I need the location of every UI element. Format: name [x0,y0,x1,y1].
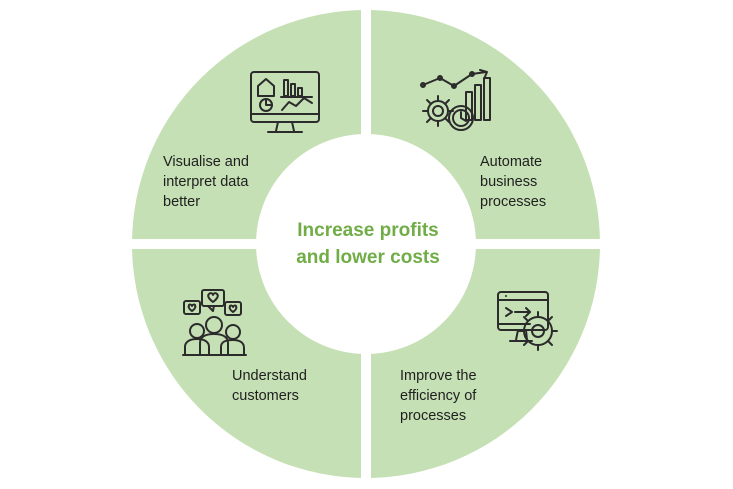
center-title-line-2: and lower costs [296,247,440,268]
center-title-line-1: Increase profits [297,220,439,241]
quadrant-top-left-line-1: Visualise and [163,154,249,170]
quadrant-bottom-right-line-2: efficiency of [400,388,477,404]
dashboard-monitor-icon [250,71,320,133]
quadrant-top-right-line-2: business [480,174,538,190]
quadrant-top-left-label: Visualise and interpret data better [163,152,249,212]
quadrant-bottom-right-line-1: Improve the [400,368,477,384]
customers-hearts-icon [182,289,247,356]
quadrant-bottom-left-label: Understand customers [232,366,307,406]
quadrant-top-right-line-3: processes [480,194,547,210]
quadrant-bottom-right-line-3: processes [400,408,467,424]
quadrant-top-left-line-3: better [163,194,201,210]
quadrant-bottom-left-line-2: customers [232,388,299,404]
horizontal-separator [100,239,633,249]
quadrant-top-right-line-1: Automate [480,154,543,170]
quadrant-top-right-label: Automate business processes [480,152,546,212]
quadrant-top-left-line-2: interpret data [163,174,249,190]
gears-growth-chart-icon [420,69,491,131]
center-title: Increase profits and lower costs [266,217,470,271]
quadrant-bottom-left-line-1: Understand [232,368,307,384]
computer-gear-icon [497,291,558,351]
quadrant-bottom-right-label: Improve the efficiency of processes [400,366,477,426]
